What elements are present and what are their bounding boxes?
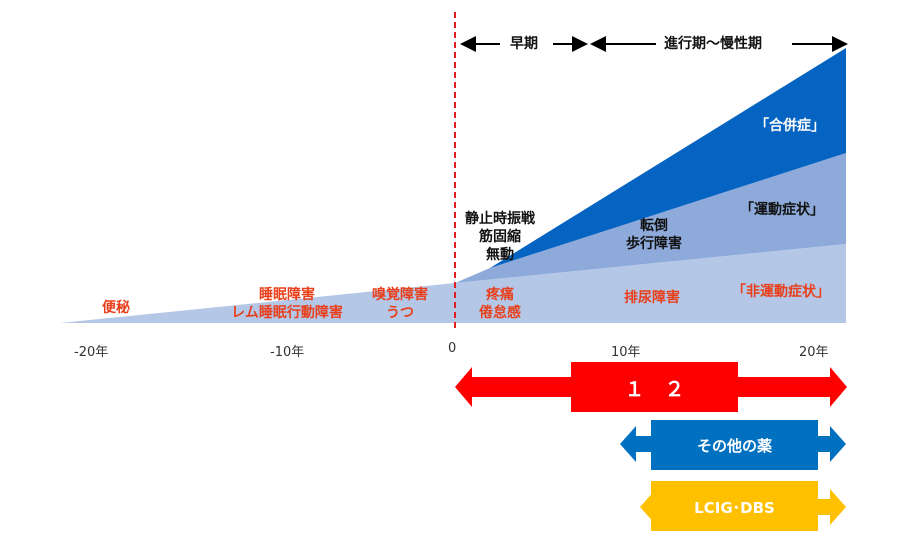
category-complication-label: 「合併症」 <box>755 118 825 134</box>
treatment-bar-2-label: その他の薬 <box>696 437 772 455</box>
symptom-depression: うつ <box>386 305 414 322</box>
category-motor-label: 「運動症状」 <box>740 202 824 218</box>
complication-area <box>490 48 846 268</box>
symptom-akinesia: 無動 <box>486 247 514 264</box>
symptom-pain-group: 疼痛 倦怠感 <box>460 286 540 322</box>
symptom-rigidity: 筋固縮 <box>479 229 521 246</box>
motor-area <box>455 153 846 283</box>
symptom-motor-early-group: 静止時振戦 筋固縮 無動 <box>450 210 550 265</box>
category-non-motor-label: 「非運動症状」 <box>732 284 830 300</box>
symptom-fall-group: 転倒 歩行障害 <box>614 217 694 253</box>
axis-tick-minus20: -20年 <box>74 345 109 360</box>
treatment-bar-2-box <box>651 420 818 470</box>
non-motor-area <box>60 244 846 323</box>
treatment-bar-3-box <box>651 481 818 531</box>
symptom-sleep-disorder: 睡眠障害 <box>259 287 315 303</box>
symptom-constipation: 便秘 <box>102 300 130 316</box>
axis-tick-minus10: -10年 <box>270 345 305 360</box>
treatment-bar-3-label: LCIG･DBS <box>694 499 775 517</box>
phase-early-label: 早期 <box>510 36 538 52</box>
symptom-smell-group: 嗅覚障害 うつ <box>360 286 440 322</box>
symptom-pain: 疼痛 <box>486 287 514 303</box>
treatment-bar-1-label: １ ２ <box>624 377 685 401</box>
symptom-gait-disorder: 歩行障害 <box>626 236 682 253</box>
phase-advanced-label: 進行期～慢性期 <box>664 36 762 52</box>
symptom-resting-tremor: 静止時振戦 <box>465 211 535 227</box>
axis-tick-0: 0 <box>448 341 457 356</box>
symptom-sleep-group: 睡眠障害 レム睡眠行動障害 <box>222 286 352 322</box>
symptom-fatigue: 倦怠感 <box>479 305 521 322</box>
axis-tick-20: 20年 <box>799 345 829 360</box>
symptom-rbd: レム睡眠行動障害 <box>231 305 343 322</box>
symptom-urination-disorder: 排尿障害 <box>624 290 680 306</box>
treatment-bar-1-box <box>571 362 738 412</box>
symptom-smell-disorder: 嗅覚障害 <box>372 287 428 303</box>
symptom-fall: 転倒 <box>640 218 668 234</box>
axis-tick-10: 10年 <box>611 345 641 360</box>
